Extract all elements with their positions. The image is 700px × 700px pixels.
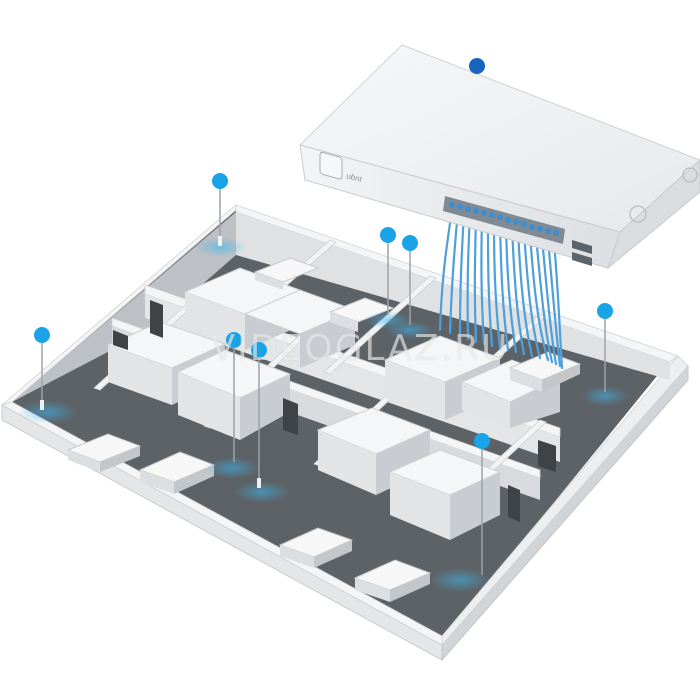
building-floor xyxy=(0,204,689,662)
access-point-icon xyxy=(386,235,434,339)
access-points xyxy=(18,173,629,592)
bed-icon xyxy=(353,559,432,602)
access-point-icon xyxy=(18,327,78,424)
bathroom-block xyxy=(388,449,502,540)
switch-indicator-dot xyxy=(469,58,485,74)
network-switch-icon: ubnt xyxy=(299,44,700,270)
switch-port-plugs xyxy=(449,202,559,236)
switch-sfp-ports xyxy=(572,240,592,266)
bathroom-block xyxy=(383,335,502,420)
access-point-icon xyxy=(204,332,260,479)
bed-icon xyxy=(253,257,320,290)
access-point-icon xyxy=(194,173,246,257)
switch-logo: ubnt xyxy=(345,171,363,184)
bed-icon xyxy=(328,297,395,332)
access-point-icon xyxy=(581,303,629,406)
switch-fan-vent xyxy=(629,167,698,223)
back-wall-inner-face xyxy=(12,212,236,402)
switch-port-block xyxy=(443,196,565,244)
switch-side-face xyxy=(606,159,700,270)
access-point-icon xyxy=(430,433,490,592)
bathroom-block xyxy=(316,407,432,495)
access-point-icon xyxy=(234,342,290,503)
doors xyxy=(113,300,556,522)
beds xyxy=(66,257,582,602)
back-wall-inner-face-2 xyxy=(236,212,670,380)
bed-icon xyxy=(138,451,216,494)
bed-icon xyxy=(278,527,354,568)
bed-icon xyxy=(66,433,142,472)
switch-display xyxy=(319,151,343,180)
